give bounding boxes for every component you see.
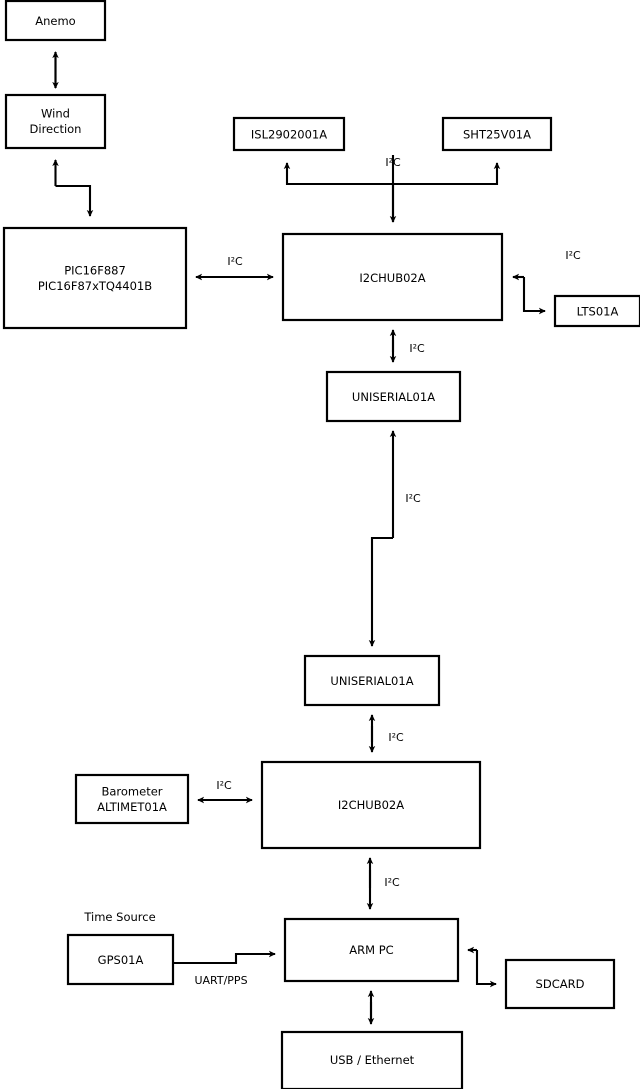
arrow-right xyxy=(173,950,276,965)
node-isl2902001a-label: ISL2902001A xyxy=(251,127,327,141)
node-uniserial01a-bottom-box[interactable] xyxy=(303,654,441,707)
edge-hub-armpc: I²C xyxy=(366,857,400,910)
node-lts01a[interactable]: LTS01A xyxy=(553,294,640,328)
node-wind-direction-box[interactable] xyxy=(4,93,107,150)
edge-hub-sensors: I²C xyxy=(283,155,501,223)
node-sdcard-box[interactable] xyxy=(504,958,616,1010)
node-uniserial01a-top[interactable]: UNISERIAL01A xyxy=(325,370,462,423)
node-uniserial01a-bottom[interactable]: UNISERIAL01A xyxy=(303,654,441,707)
node-arm-pc[interactable]: ARM PC xyxy=(283,917,460,983)
node-uniserial01a-top-box[interactable] xyxy=(325,370,462,423)
node-anemo-label: Anemo xyxy=(35,14,75,28)
edge-uniserial-hub-bot: I²C xyxy=(368,714,404,753)
node-gps01a-box[interactable] xyxy=(66,933,175,986)
node-i2chub02a-bottom-box[interactable] xyxy=(260,760,482,850)
node-i2chub02a-bottom-label: I2CHUB02A xyxy=(338,798,404,812)
edge-hub-uniserial: I²C xyxy=(389,329,425,363)
arrow-to-isl xyxy=(283,162,395,222)
node-usb-ethernet-box[interactable] xyxy=(280,1030,464,1089)
edge-barometer-hub: I²C xyxy=(197,779,253,804)
node-arm-pc-box[interactable] xyxy=(283,917,460,983)
edge-uniserial-link: I²C xyxy=(368,430,421,647)
edge-gps-armpc: UART/PPS xyxy=(173,950,276,987)
node-lts01a-label: LTS01A xyxy=(577,304,619,318)
edge-label-pic-hub: I²C xyxy=(227,255,243,268)
node-sht25v01a[interactable]: SHT25V01A xyxy=(441,116,553,152)
edge-wind-pic xyxy=(52,159,94,217)
time-source-label: Time Source xyxy=(83,910,155,924)
arrow-to-sht xyxy=(393,162,501,186)
edge-label-uniserial-hub-bot: I²C xyxy=(388,731,404,744)
edge-armpc-sdcard xyxy=(467,946,497,988)
node-usb-ethernet-label: USB / Ethernet xyxy=(330,1053,415,1067)
free-label-layer: Time Source xyxy=(83,910,155,924)
node-isl2902001a[interactable]: ISL2902001A xyxy=(232,116,346,152)
node-gps01a[interactable]: GPS01A xyxy=(66,933,175,986)
edge-label-hub-armpc: I²C xyxy=(384,876,400,889)
node-i2chub02a-top-box[interactable] xyxy=(281,232,504,322)
edge-label-gps-armpc: UART/PPS xyxy=(194,974,247,987)
node-lts01a-box[interactable] xyxy=(553,294,640,328)
edge-label-hub-sensors: I²C xyxy=(385,156,401,169)
edge-label-hub-lts: I²C xyxy=(565,249,581,262)
node-anemo-box[interactable] xyxy=(4,0,107,42)
edge-label-uniserial-link: I²C xyxy=(405,492,421,505)
node-i2chub02a-bottom[interactable]: I2CHUB02A xyxy=(260,760,482,850)
node-i2chub02a-top[interactable]: I2CHUB02A xyxy=(281,232,504,322)
edge-hub-lts: I²C xyxy=(512,249,581,315)
node-arm-pc-label: ARM PC xyxy=(349,943,393,957)
node-uniserial01a-bottom-label: UNISERIAL01A xyxy=(330,674,413,688)
edge-pic-hub: I²C xyxy=(195,255,274,281)
node-sdcard[interactable]: SDCARD xyxy=(504,958,616,1010)
node-sdcard-label: SDCARD xyxy=(536,977,585,991)
edge-layer: I²C I²C I²C I²C xyxy=(52,51,581,1025)
node-barometer-box[interactable] xyxy=(74,773,190,825)
node-sht25v01a-box[interactable] xyxy=(441,116,553,152)
node-i2chub02a-top-label: I2CHUB02A xyxy=(359,271,425,285)
node-uniserial01a-top-label: UNISERIAL01A xyxy=(352,390,435,404)
edge-label-barometer-hub: I²C xyxy=(216,779,232,792)
arrow-down xyxy=(55,184,94,217)
edge-label-hub-uniserial: I²C xyxy=(409,342,425,355)
node-isl2902001a-box[interactable] xyxy=(232,116,346,152)
node-anemo[interactable]: Anemo xyxy=(4,0,107,42)
node-gps01a-label: GPS01A xyxy=(98,953,144,967)
arrow-right-to-lts xyxy=(522,277,546,315)
node-sht25v01a-label: SHT25V01A xyxy=(463,127,531,141)
node-pic-mcu-box[interactable] xyxy=(2,226,188,330)
node-usb-ethernet[interactable]: USB / Ethernet xyxy=(280,1030,464,1089)
arrow-down xyxy=(368,536,393,647)
arrow-right-to-sdcard xyxy=(475,950,497,988)
